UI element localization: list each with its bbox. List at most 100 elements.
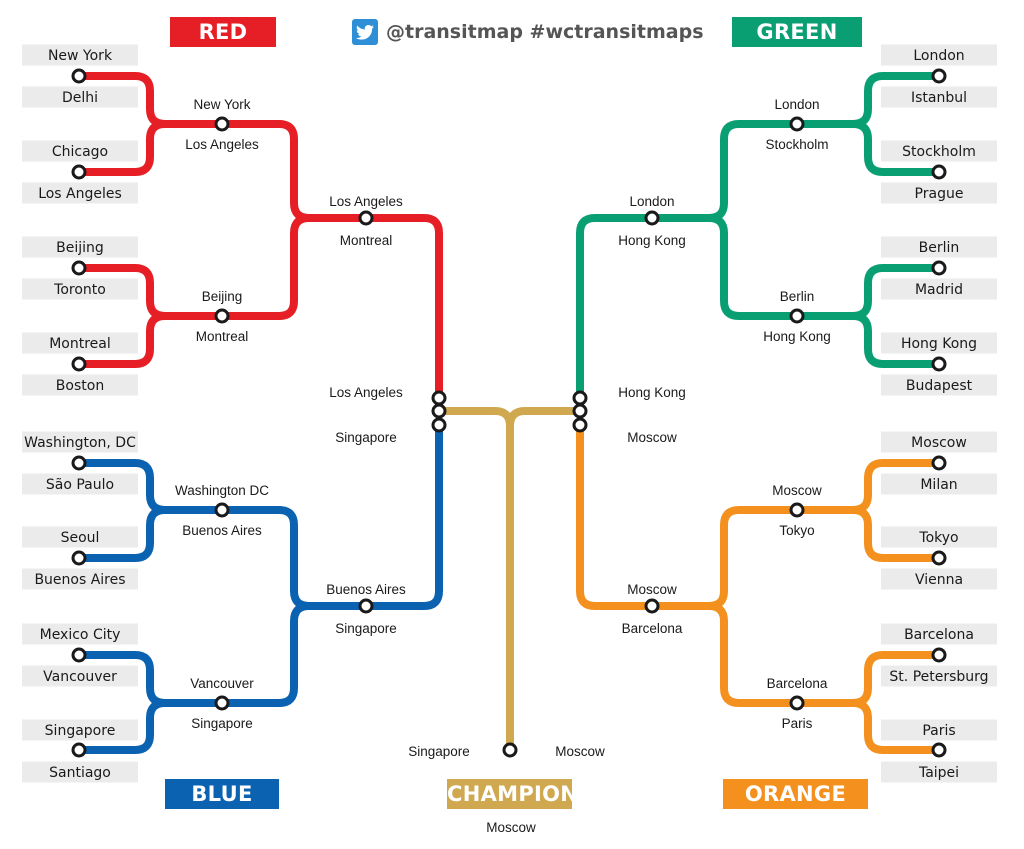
left-r2-bottom-3: Singapore [191, 716, 253, 731]
left-semi-top: Los Angeles [329, 385, 403, 400]
station-right-r2-2 [789, 502, 805, 518]
team-right-12-bg [881, 623, 997, 645]
orange-line-title: ORANGE LINE [723, 779, 868, 836]
team-left-2: Chicago [52, 144, 108, 160]
team-right-11: Vienna [915, 572, 963, 588]
right-r2-top-2: Moscow [772, 483, 822, 498]
station-left-semi-1 [431, 403, 447, 419]
left-r3-bottom-1: Singapore [335, 621, 397, 636]
stations [71, 68, 947, 758]
right-semi-bottom: Moscow [627, 430, 677, 445]
team-left-6-bg [22, 332, 138, 354]
station-left-r2-0 [214, 116, 230, 132]
route-left-r1-2 [75, 459, 284, 562]
station-right-semi-1 [572, 403, 588, 419]
team-left-8-bg [22, 431, 138, 453]
station-right-r1-2 [931, 260, 947, 276]
right-r2-top-0: London [774, 97, 819, 112]
team-left-6: Montreal [49, 336, 111, 352]
station-left-r1-7 [71, 742, 87, 758]
station-right-r3-0 [644, 210, 660, 226]
left-r2-top-3: Vancouver [190, 676, 254, 691]
team-right-1: Istanbul [911, 90, 967, 106]
route-right-r1-3 [736, 651, 943, 754]
station-right-r2-3 [789, 695, 805, 711]
team-left-2-bg [22, 140, 138, 162]
left-r2-top-2: Washington DC [175, 483, 269, 498]
team-left-0: New York [48, 48, 113, 64]
team-right-6: Hong Kong [901, 336, 977, 352]
team-left-10: Seoul [61, 530, 100, 546]
station-left-r1-0 [71, 68, 87, 84]
route-green-trunk [576, 120, 801, 415]
team-left-12-bg [22, 623, 138, 645]
station-left-r2-3 [214, 695, 230, 711]
station-left-semi-2 [431, 417, 447, 433]
team-right-8: Moscow [911, 435, 967, 451]
left-r2-bottom-0: Los Angeles [185, 137, 259, 152]
right-r2-top-1: Berlin [780, 289, 815, 304]
station-left-r2-2 [214, 502, 230, 518]
team-right-6-bg [881, 332, 997, 354]
station-right-r1-4 [931, 455, 947, 471]
station-right-r1-0 [931, 68, 947, 84]
team-left-10-bg [22, 526, 138, 548]
team-right-2: Stockholm [902, 144, 976, 160]
route-orange-trunk [576, 421, 801, 707]
right-r3-top-1: Moscow [627, 582, 677, 597]
team-right-10-bg [881, 526, 997, 548]
final-right: Moscow [555, 744, 605, 759]
team-right-15: Taipei [918, 765, 959, 781]
route-lines [75, 72, 943, 754]
station-left-r1-1 [71, 164, 87, 180]
green-line-title: GREEN LINE [732, 17, 862, 74]
team-left-14: Singapore [45, 723, 116, 739]
team-left-4-bg [22, 236, 138, 258]
route-left-r1-1 [75, 264, 284, 368]
team-left-7: Boston [56, 378, 104, 394]
team-left-3: Los Angeles [38, 186, 122, 202]
left-r2-top-0: New York [193, 97, 250, 112]
route-right-r1-0 [736, 72, 943, 176]
team-left-15: Santiago [49, 765, 111, 781]
team-left-7-bg [22, 374, 138, 396]
route-red-trunk [218, 120, 443, 415]
station-right-r2-1 [789, 308, 805, 324]
station-left-r1-3 [71, 356, 87, 372]
team-right-11-bg [881, 568, 997, 590]
team-right-0-bg [881, 44, 997, 66]
station-left-r1-6 [71, 647, 87, 663]
station-left-r3-1 [358, 598, 374, 614]
team-right-7-bg [881, 374, 997, 396]
team-right-13-bg [881, 665, 997, 687]
route-blue-trunk [218, 421, 443, 707]
team-right-14-bg [881, 719, 997, 741]
right-r2-bottom-1: Hong Kong [763, 329, 831, 344]
team-left-11-bg [22, 568, 138, 590]
station-left-r1-4 [71, 455, 87, 471]
right-r2-top-3: Barcelona [767, 676, 828, 691]
team-right-9-bg [881, 473, 997, 495]
station-left-semi-0 [431, 390, 447, 406]
team-left-4: Beijing [56, 240, 104, 256]
team-left-1: Delhi [62, 90, 98, 106]
team-left-3-bg [22, 182, 138, 204]
team-left-1-bg [22, 86, 138, 108]
station-champion [502, 742, 518, 758]
team-left-11: Buenos Aires [34, 572, 125, 588]
team-left-8: Washington, DC [24, 435, 136, 451]
right-r2-bottom-2: Tokyo [779, 523, 814, 538]
team-left-12: Mexico City [40, 627, 121, 643]
team-left-9: São Paulo [46, 477, 114, 493]
left-r3-bottom-0: Montreal [340, 233, 393, 248]
team-left-15-bg [22, 761, 138, 783]
route-right-r1-1 [736, 264, 943, 368]
team-right-2-bg [881, 140, 997, 162]
team-right-10: Tokyo [918, 530, 958, 546]
team-left-0-bg [22, 44, 138, 66]
right-r2-bottom-0: Stockholm [765, 137, 828, 152]
blue-line-title: BLUE LINE [165, 779, 279, 836]
team-left-5: Toronto [53, 282, 106, 298]
right-r3-bottom-1: Barcelona [622, 621, 683, 636]
